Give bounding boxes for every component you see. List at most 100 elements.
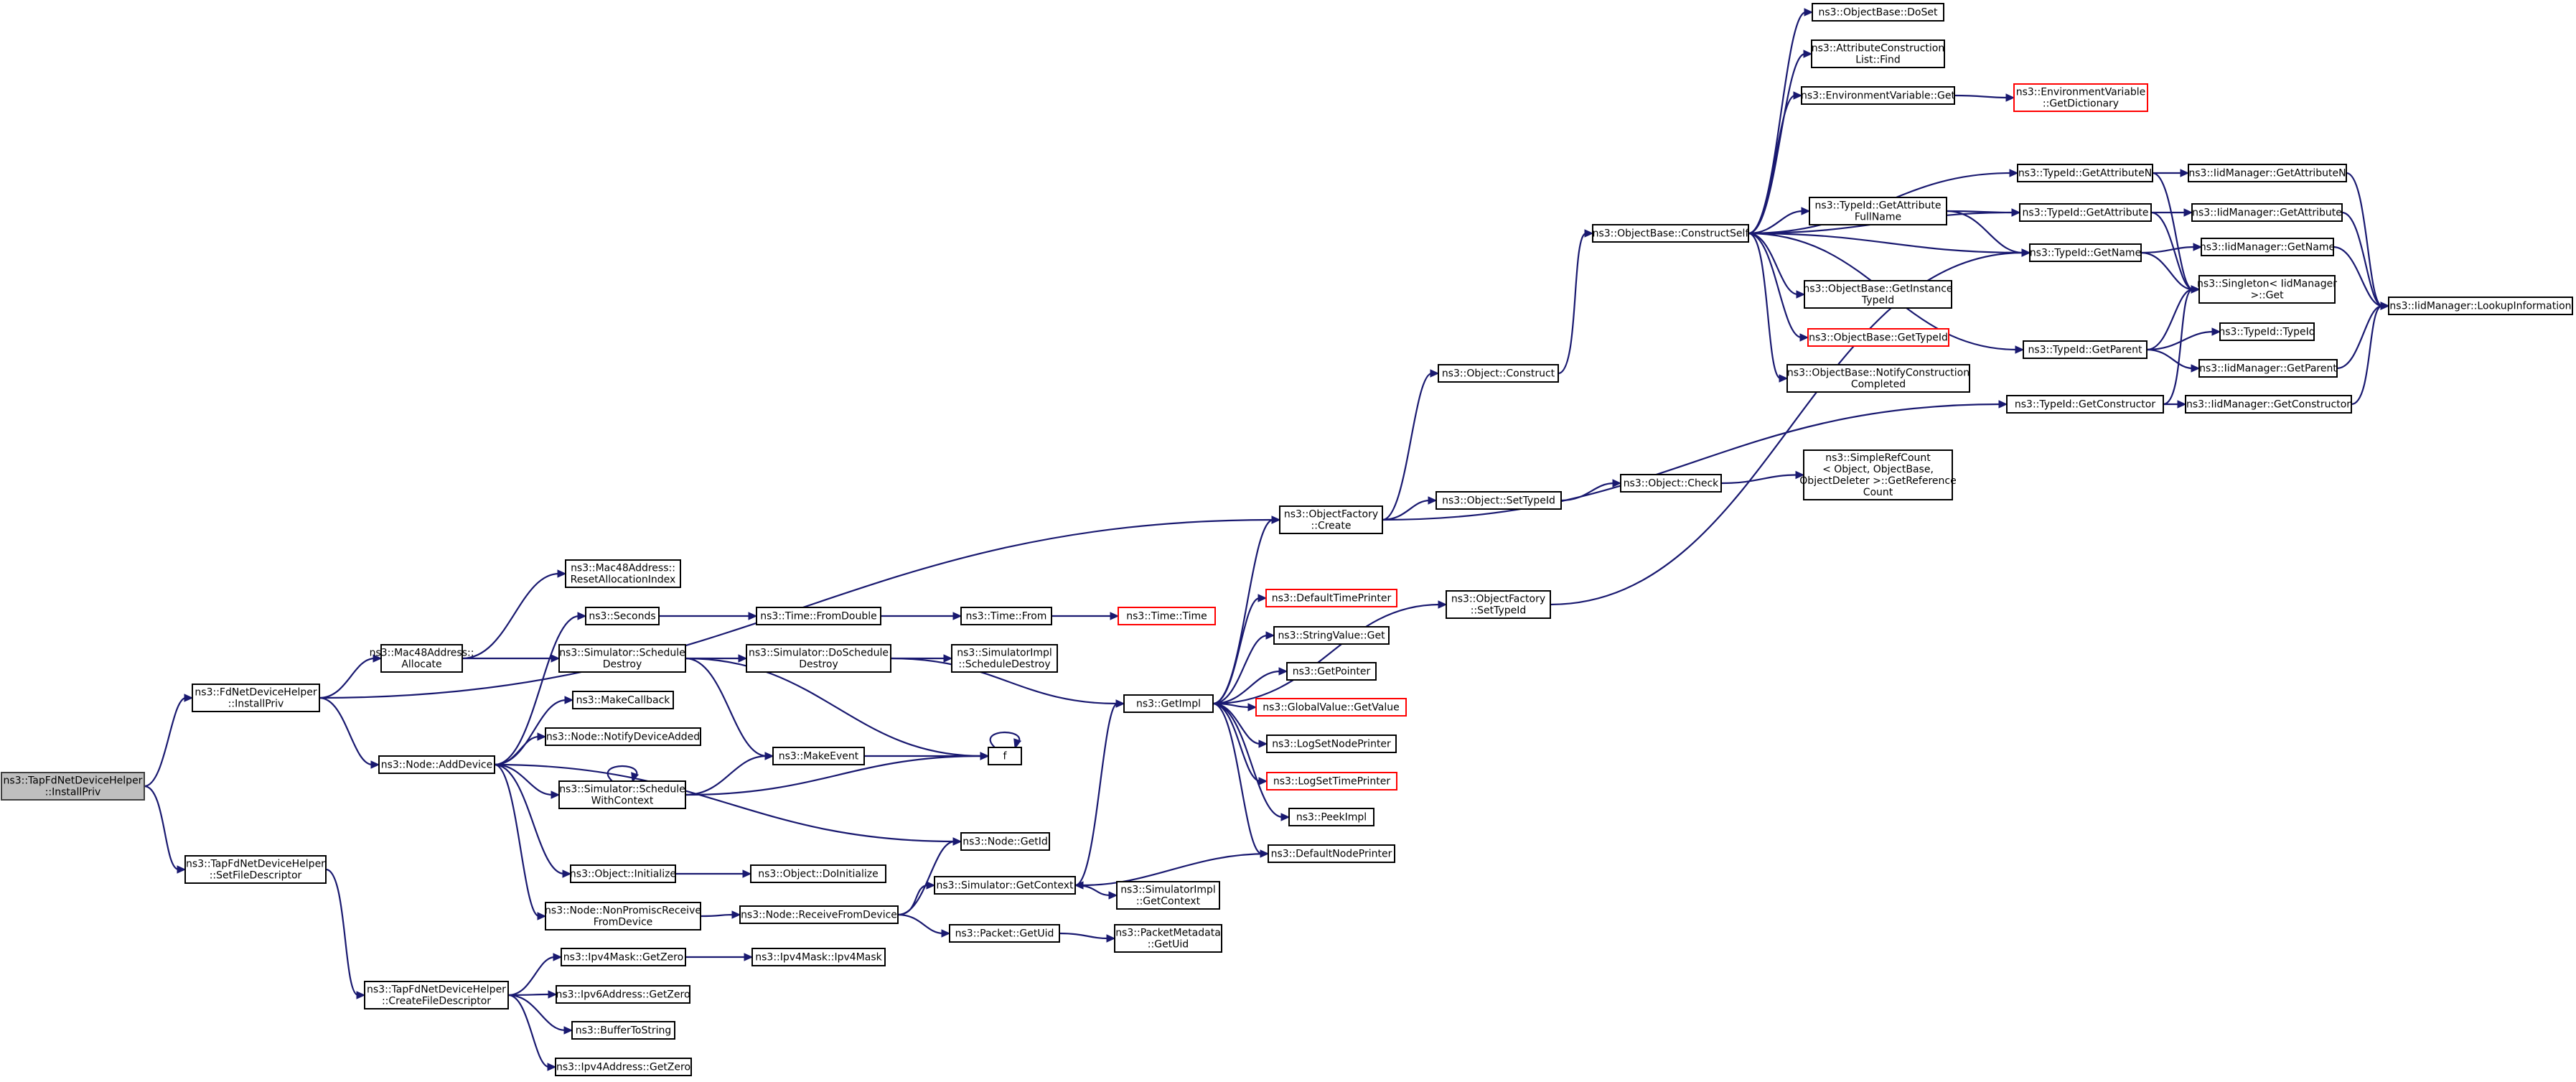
function-node-tap-createfd[interactable]: ns3::TapFdNetDeviceHelper::CreateFileDes… <box>364 981 509 1009</box>
node-box[interactable] <box>556 985 690 1004</box>
node-box[interactable] <box>960 607 1052 625</box>
node-box[interactable] <box>570 864 676 883</box>
node-box[interactable] <box>1811 39 1945 68</box>
node-box[interactable] <box>1255 698 1407 717</box>
node-box[interactable] <box>2019 203 2152 222</box>
node-box[interactable] <box>1265 589 1397 607</box>
function-node-def-node-printer[interactable]: ns3::DefaultNodePrinter <box>1268 844 1395 863</box>
function-node-typeid-getctor[interactable]: ns3::TypeId::GetConstructor <box>2006 395 2164 414</box>
function-node-mac-alloc[interactable]: ns3::Mac48Address::Allocate <box>370 644 474 673</box>
node-box[interactable] <box>2185 395 2352 414</box>
function-node-objfactory-create[interactable]: ns3::ObjectFactory::Create <box>1279 505 1383 534</box>
function-node-time-from[interactable]: ns3::Time::From <box>960 607 1052 625</box>
node-box[interactable] <box>739 905 899 924</box>
function-node-obj-check[interactable]: ns3::Object::Check <box>1620 474 1722 493</box>
node-box[interactable] <box>750 864 886 883</box>
node-box[interactable] <box>2191 203 2343 222</box>
function-node-obj-init[interactable]: ns3::Object::Initialize <box>570 864 676 883</box>
node-box[interactable] <box>1273 626 1390 645</box>
node-box[interactable] <box>565 559 681 588</box>
node-box[interactable] <box>558 644 686 673</box>
function-node-iid-getctor[interactable]: ns3::IidManager::GetConstructor <box>2185 395 2352 414</box>
node-box[interactable] <box>1446 590 1551 619</box>
function-node-objfactory-settypeid[interactable]: ns3::ObjectFactory::SetTypeId <box>1446 590 1551 619</box>
node-box[interactable] <box>2017 164 2153 182</box>
function-node-obj-doset[interactable]: ns3::ObjectBase::DoSet <box>1812 3 1944 22</box>
node-box[interactable] <box>1118 607 1216 625</box>
node-box[interactable] <box>1592 224 1749 243</box>
node-box[interactable] <box>2188 164 2347 182</box>
node-box[interactable] <box>1620 474 1722 493</box>
function-node-node-getid[interactable]: ns3::Node::GetId <box>960 832 1050 851</box>
node-box[interactable] <box>380 644 463 673</box>
node-box[interactable] <box>960 832 1050 851</box>
node-box[interactable] <box>1116 881 1220 910</box>
node-box[interactable] <box>545 902 701 931</box>
function-node-simplerefcount[interactable]: ns3::SimpleRefCount< Object, ObjectBase,… <box>1799 449 1957 500</box>
node-box[interactable] <box>545 727 701 746</box>
function-node-typeid-getname[interactable]: ns3::TypeId::GetName <box>2029 243 2142 262</box>
node-box[interactable] <box>949 924 1060 943</box>
function-node-typeid-ctor[interactable]: ns3::TypeId::TypeId <box>2219 322 2315 341</box>
node-box[interactable] <box>378 755 495 774</box>
node-box[interactable] <box>572 691 674 709</box>
function-node-time-fromdouble[interactable]: ns3::Time::FromDouble <box>756 607 881 625</box>
function-node-logset-node[interactable]: ns3::LogSetNodePrinter <box>1266 734 1397 753</box>
function-node-envvar-dict[interactable]: ns3::EnvironmentVariable::GetDictionary <box>2013 83 2148 112</box>
function-node-obj-construct[interactable]: ns3::Object::Construct <box>1438 364 1559 383</box>
function-node-getpointer[interactable]: ns3::GetPointer <box>1286 662 1377 681</box>
node-box[interactable] <box>558 780 686 809</box>
node-box[interactable] <box>1803 449 1953 500</box>
function-node-typeid-getparent[interactable]: ns3::TypeId::GetParent <box>2023 340 2148 359</box>
function-node-simimpl-destroy[interactable]: ns3::SimulatorImpl::ScheduleDestroy <box>951 644 1058 673</box>
function-node-singleton-get[interactable]: ns3::Singleton< IidManager >::Get <box>2197 275 2337 304</box>
node-box[interactable] <box>184 855 327 884</box>
function-node-fd-install[interactable]: ns3::FdNetDeviceHelper::InstallPriv <box>192 684 320 712</box>
node-box[interactable] <box>1288 808 1374 826</box>
node-box[interactable] <box>1123 694 1214 713</box>
function-node-iid-getparent[interactable]: ns3::IidManager::GetParent <box>2198 359 2338 378</box>
node-box[interactable] <box>988 747 1022 765</box>
function-node-def-time-printer[interactable]: ns3::DefaultTimePrinter <box>1265 589 1397 607</box>
node-box[interactable] <box>1804 280 1952 309</box>
function-node-sim-sched-destroy[interactable]: ns3::Simulator::ScheduleDestroy <box>558 644 686 673</box>
function-node-simimpl-getctx[interactable]: ns3::SimulatorImpl::GetContext <box>1116 881 1220 910</box>
function-node-makeevent[interactable]: ns3::MakeEvent <box>772 747 865 765</box>
function-node-makecallback[interactable]: ns3::MakeCallback <box>572 691 674 709</box>
function-node-typeid-getattr[interactable]: ns3::TypeId::GetAttribute <box>2019 203 2152 222</box>
node-box[interactable] <box>934 876 1076 895</box>
function-node-stringvalue-get[interactable]: ns3::StringValue::Get <box>1273 626 1390 645</box>
function-node-seconds[interactable]: ns3::Seconds <box>585 607 660 625</box>
function-node-obj-doinit[interactable]: ns3::Object::DoInitialize <box>750 864 886 883</box>
function-node-iid-getattr[interactable]: ns3::IidManager::GetAttribute <box>2191 203 2343 222</box>
node-box[interactable] <box>2006 395 2164 414</box>
function-node-root[interactable]: ns3::TapFdNetDeviceHelper::InstallPriv <box>1 772 145 801</box>
node-box[interactable] <box>1266 772 1397 790</box>
node-box[interactable] <box>1801 86 1955 105</box>
node-box[interactable] <box>2029 243 2142 262</box>
node-box[interactable] <box>1809 197 1947 225</box>
function-node-node-recv[interactable]: ns3::Node::ReceiveFromDevice <box>739 905 899 924</box>
function-node-construct-self[interactable]: ns3::ObjectBase::ConstructSelf <box>1592 224 1750 243</box>
node-box[interactable] <box>1268 844 1395 863</box>
function-node-packet-uid[interactable]: ns3::Packet::GetUid <box>949 924 1060 943</box>
function-node-objbase-gettypeid[interactable]: ns3::ObjectBase::GetTypeId <box>1807 328 1949 347</box>
function-node-pktmeta-uid[interactable]: ns3::PacketMetadata::GetUid <box>1114 924 1222 953</box>
node-box[interactable] <box>1286 662 1377 681</box>
node-box[interactable] <box>2201 238 2334 256</box>
function-node-typeid-getattrn[interactable]: ns3::TypeId::GetAttributeN <box>2017 164 2153 182</box>
node-box[interactable] <box>561 948 686 966</box>
function-node-envvar-get[interactable]: ns3::EnvironmentVariable::Get <box>1801 86 1955 105</box>
function-node-mac-reset[interactable]: ns3::Mac48Address::ResetAllocationIndex <box>565 559 681 588</box>
function-node-globalvalue-get[interactable]: ns3::GlobalValue::GetValue <box>1255 698 1407 717</box>
node-box[interactable] <box>1279 505 1383 534</box>
node-box[interactable] <box>2198 275 2336 304</box>
function-node-node-adddev[interactable]: ns3::Node::AddDevice <box>378 755 495 774</box>
node-box[interactable] <box>2388 297 2573 315</box>
node-box[interactable] <box>555 1058 692 1076</box>
function-node-buf2str[interactable]: ns3::BufferToString <box>571 1021 675 1040</box>
